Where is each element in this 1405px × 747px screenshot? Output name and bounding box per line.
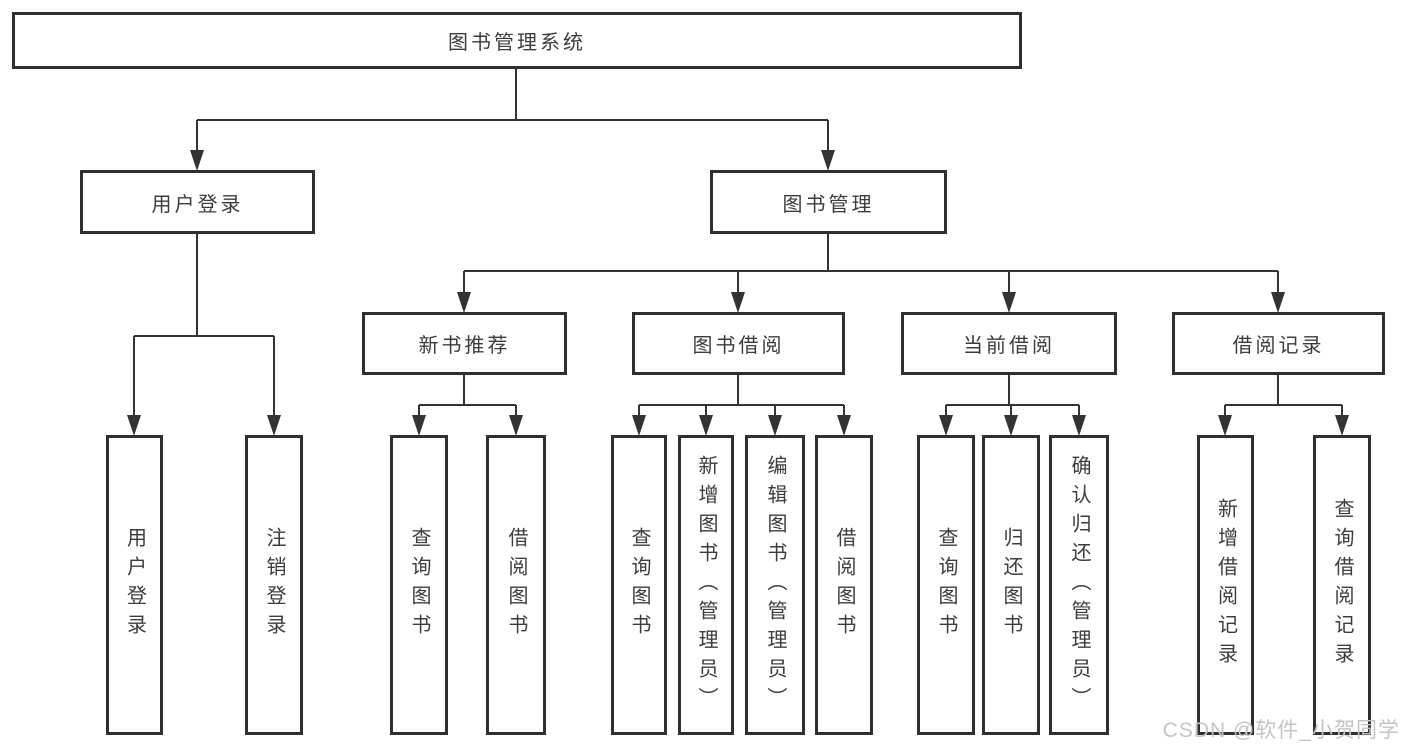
- leaf-user-login: 用户登录: [106, 435, 163, 735]
- node-label: 新书推荐: [418, 335, 511, 357]
- arrow-down-icons: [127, 150, 1349, 436]
- leaf-borrow-books: 借阅图书: [815, 435, 873, 735]
- node-library-management-system: 图书管理系统: [12, 12, 1022, 69]
- leaf-query-borrow-record: 查询借阅记录: [1313, 435, 1371, 735]
- node-new-book-recommend: 新书推荐: [362, 312, 567, 375]
- node-book-borrowing: 图书借阅: [632, 312, 845, 375]
- leaf-query-books-current: 查询图书: [917, 435, 975, 735]
- leaf-logout: 注销登录: [245, 435, 303, 735]
- leaf-edit-book-admin: 编辑图书（管理员）: [745, 435, 805, 735]
- node-borrowing-records: 借阅记录: [1172, 312, 1385, 375]
- leaf-add-book-admin: 新增图书（管理员）: [678, 435, 734, 735]
- node-book-management: 图书管理: [710, 170, 947, 234]
- watermark: CSDN @软件_小贺同学: [1162, 719, 1400, 742]
- node-label: 图书管理系统: [448, 32, 586, 54]
- leaf-return-books: 归还图书: [982, 435, 1040, 735]
- node-label: 图书管理: [782, 193, 875, 216]
- leaf-borrow-books-recommend: 借阅图书: [486, 435, 546, 735]
- node-label: 用户登录: [151, 193, 244, 216]
- node-user-login: 用户登录: [80, 170, 315, 234]
- leaf-query-books-borrow: 查询图书: [611, 435, 667, 735]
- node-current-borrowing: 当前借阅: [901, 312, 1117, 375]
- leaf-confirm-return-admin: 确认归还（管理员）: [1049, 435, 1109, 735]
- node-label: 图书借阅: [692, 335, 785, 357]
- leaf-query-books-recommend: 查询图书: [390, 435, 448, 735]
- node-label: 当前借阅: [963, 335, 1055, 357]
- leaf-add-borrow-record: 新增借阅记录: [1197, 435, 1254, 735]
- node-label: 借阅记录: [1232, 335, 1325, 357]
